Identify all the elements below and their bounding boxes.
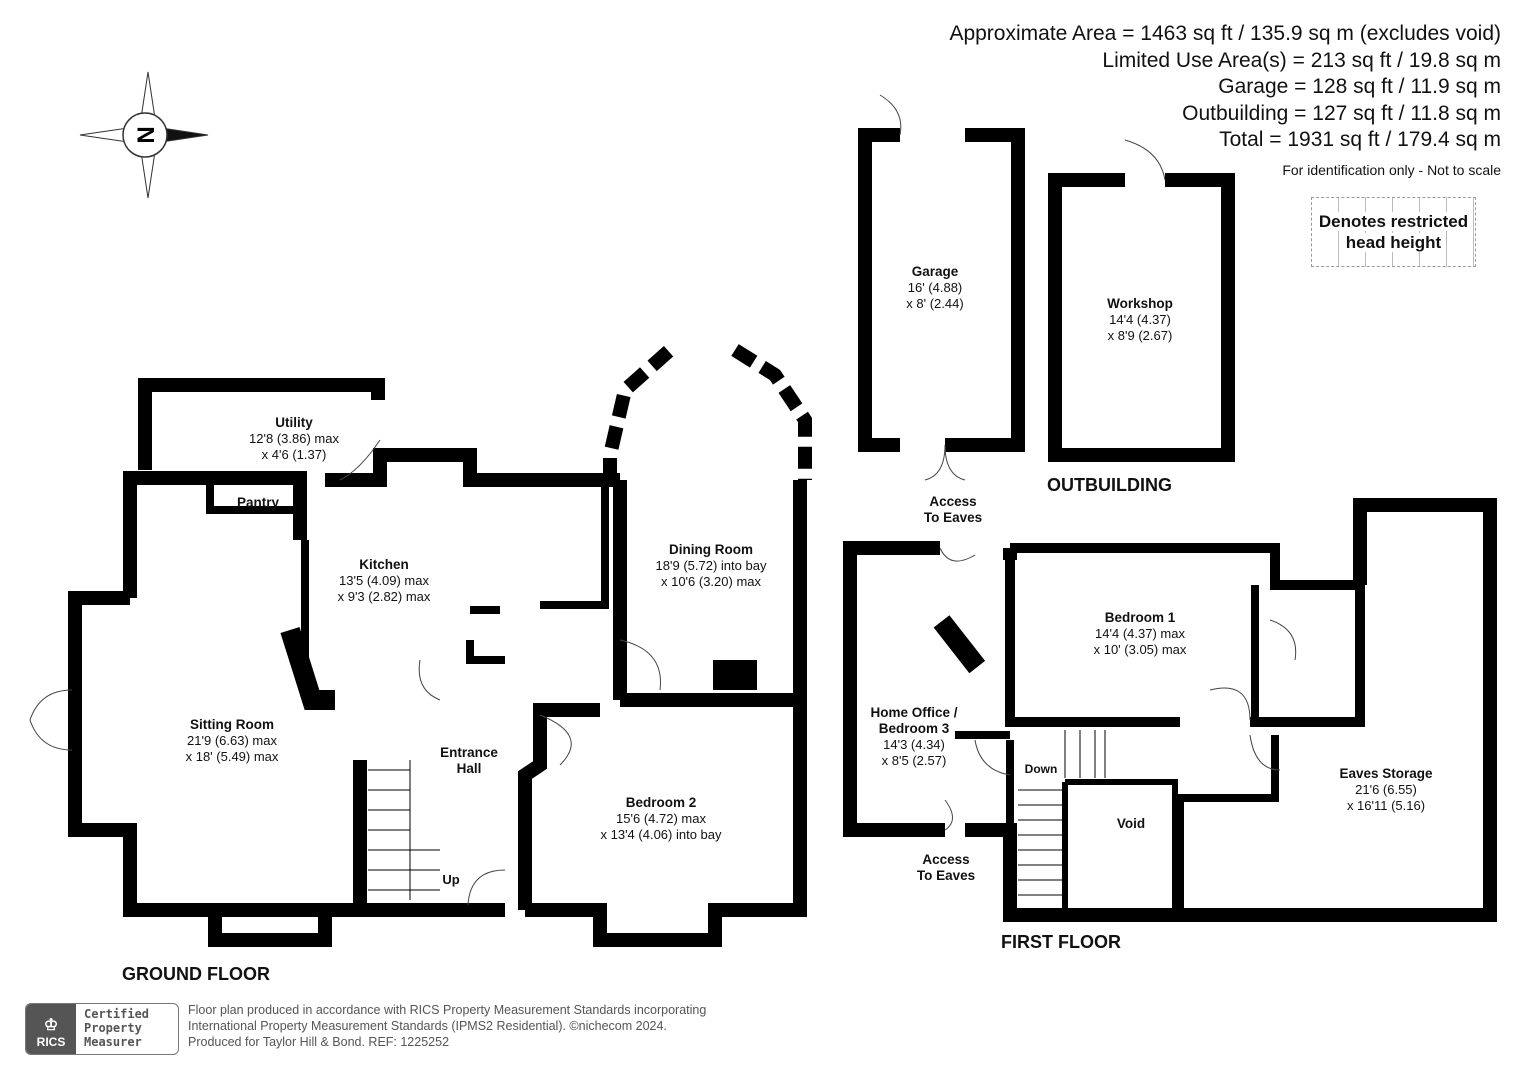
compass-north-label: N xyxy=(133,126,160,143)
wc-walls xyxy=(540,480,609,609)
room-void: Void xyxy=(1116,816,1146,831)
dining-bay xyxy=(603,344,812,480)
chimney-wall xyxy=(280,627,335,710)
restricted-height-legend: Denotes restricted head height xyxy=(1311,197,1476,267)
bedroom1-walls xyxy=(1005,543,1365,727)
bedroom2-walls xyxy=(525,693,807,947)
outbuilding-area: Outbuilding = 127 sq ft / 11.8 sq m xyxy=(1182,101,1501,125)
office-inner-walls xyxy=(955,731,1014,830)
rics-logo: ♔RICS xyxy=(26,1004,76,1054)
first-floor-title: FIRST FLOOR xyxy=(1001,932,1121,952)
void-walls xyxy=(1062,779,1178,915)
room-pantry: Pantry xyxy=(236,495,280,510)
stairs xyxy=(368,730,1106,900)
footer-text: Floor plan produced in accordance with R… xyxy=(188,1003,707,1049)
walls xyxy=(68,128,1497,947)
chimney-stack xyxy=(933,615,986,674)
kitchen-top-walls xyxy=(325,448,627,700)
stairs-down-label: Down xyxy=(1024,762,1058,776)
chimney-breast xyxy=(713,660,757,690)
kitchen-left-wall xyxy=(301,540,331,704)
ground-floor-title: GROUND FLOOR xyxy=(122,964,270,984)
utility-walls xyxy=(138,378,385,470)
garage-area: Garage = 128 sq ft / 11.9 sq m xyxy=(1218,75,1501,98)
store-walls xyxy=(466,606,505,664)
workshop-walls xyxy=(1048,173,1235,462)
legend-line2: head height xyxy=(1345,233,1442,252)
pantry-walls xyxy=(206,480,305,514)
total-area: Total = 1931 sq ft / 179.4 sq m xyxy=(1219,128,1501,151)
stairs-up-label: Up xyxy=(442,872,460,887)
bedroom2-left-wall xyxy=(518,703,600,910)
lion-icon: ♔ xyxy=(43,1017,59,1034)
legend-line1: Denotes restricted xyxy=(1318,212,1469,231)
area-summary: Approximate Area = 1463 sq ft / 135.9 sq… xyxy=(949,21,1501,183)
sitting-bay xyxy=(208,910,332,947)
garage-walls xyxy=(858,128,1025,452)
limited-use-area: Limited Use Area(s) = 213 sq ft / 19.8 s… xyxy=(1102,48,1501,72)
outbuilding-title: OUTBUILDING xyxy=(1047,475,1172,495)
door-swings xyxy=(29,94,1297,906)
eaves-walls xyxy=(1176,735,1279,915)
approximate-area: Approximate Area = 1463 sq ft / 135.9 sq… xyxy=(949,22,1501,45)
compass-icon xyxy=(79,71,209,199)
scale-note: For identification only - Not to scale xyxy=(1282,161,1501,178)
